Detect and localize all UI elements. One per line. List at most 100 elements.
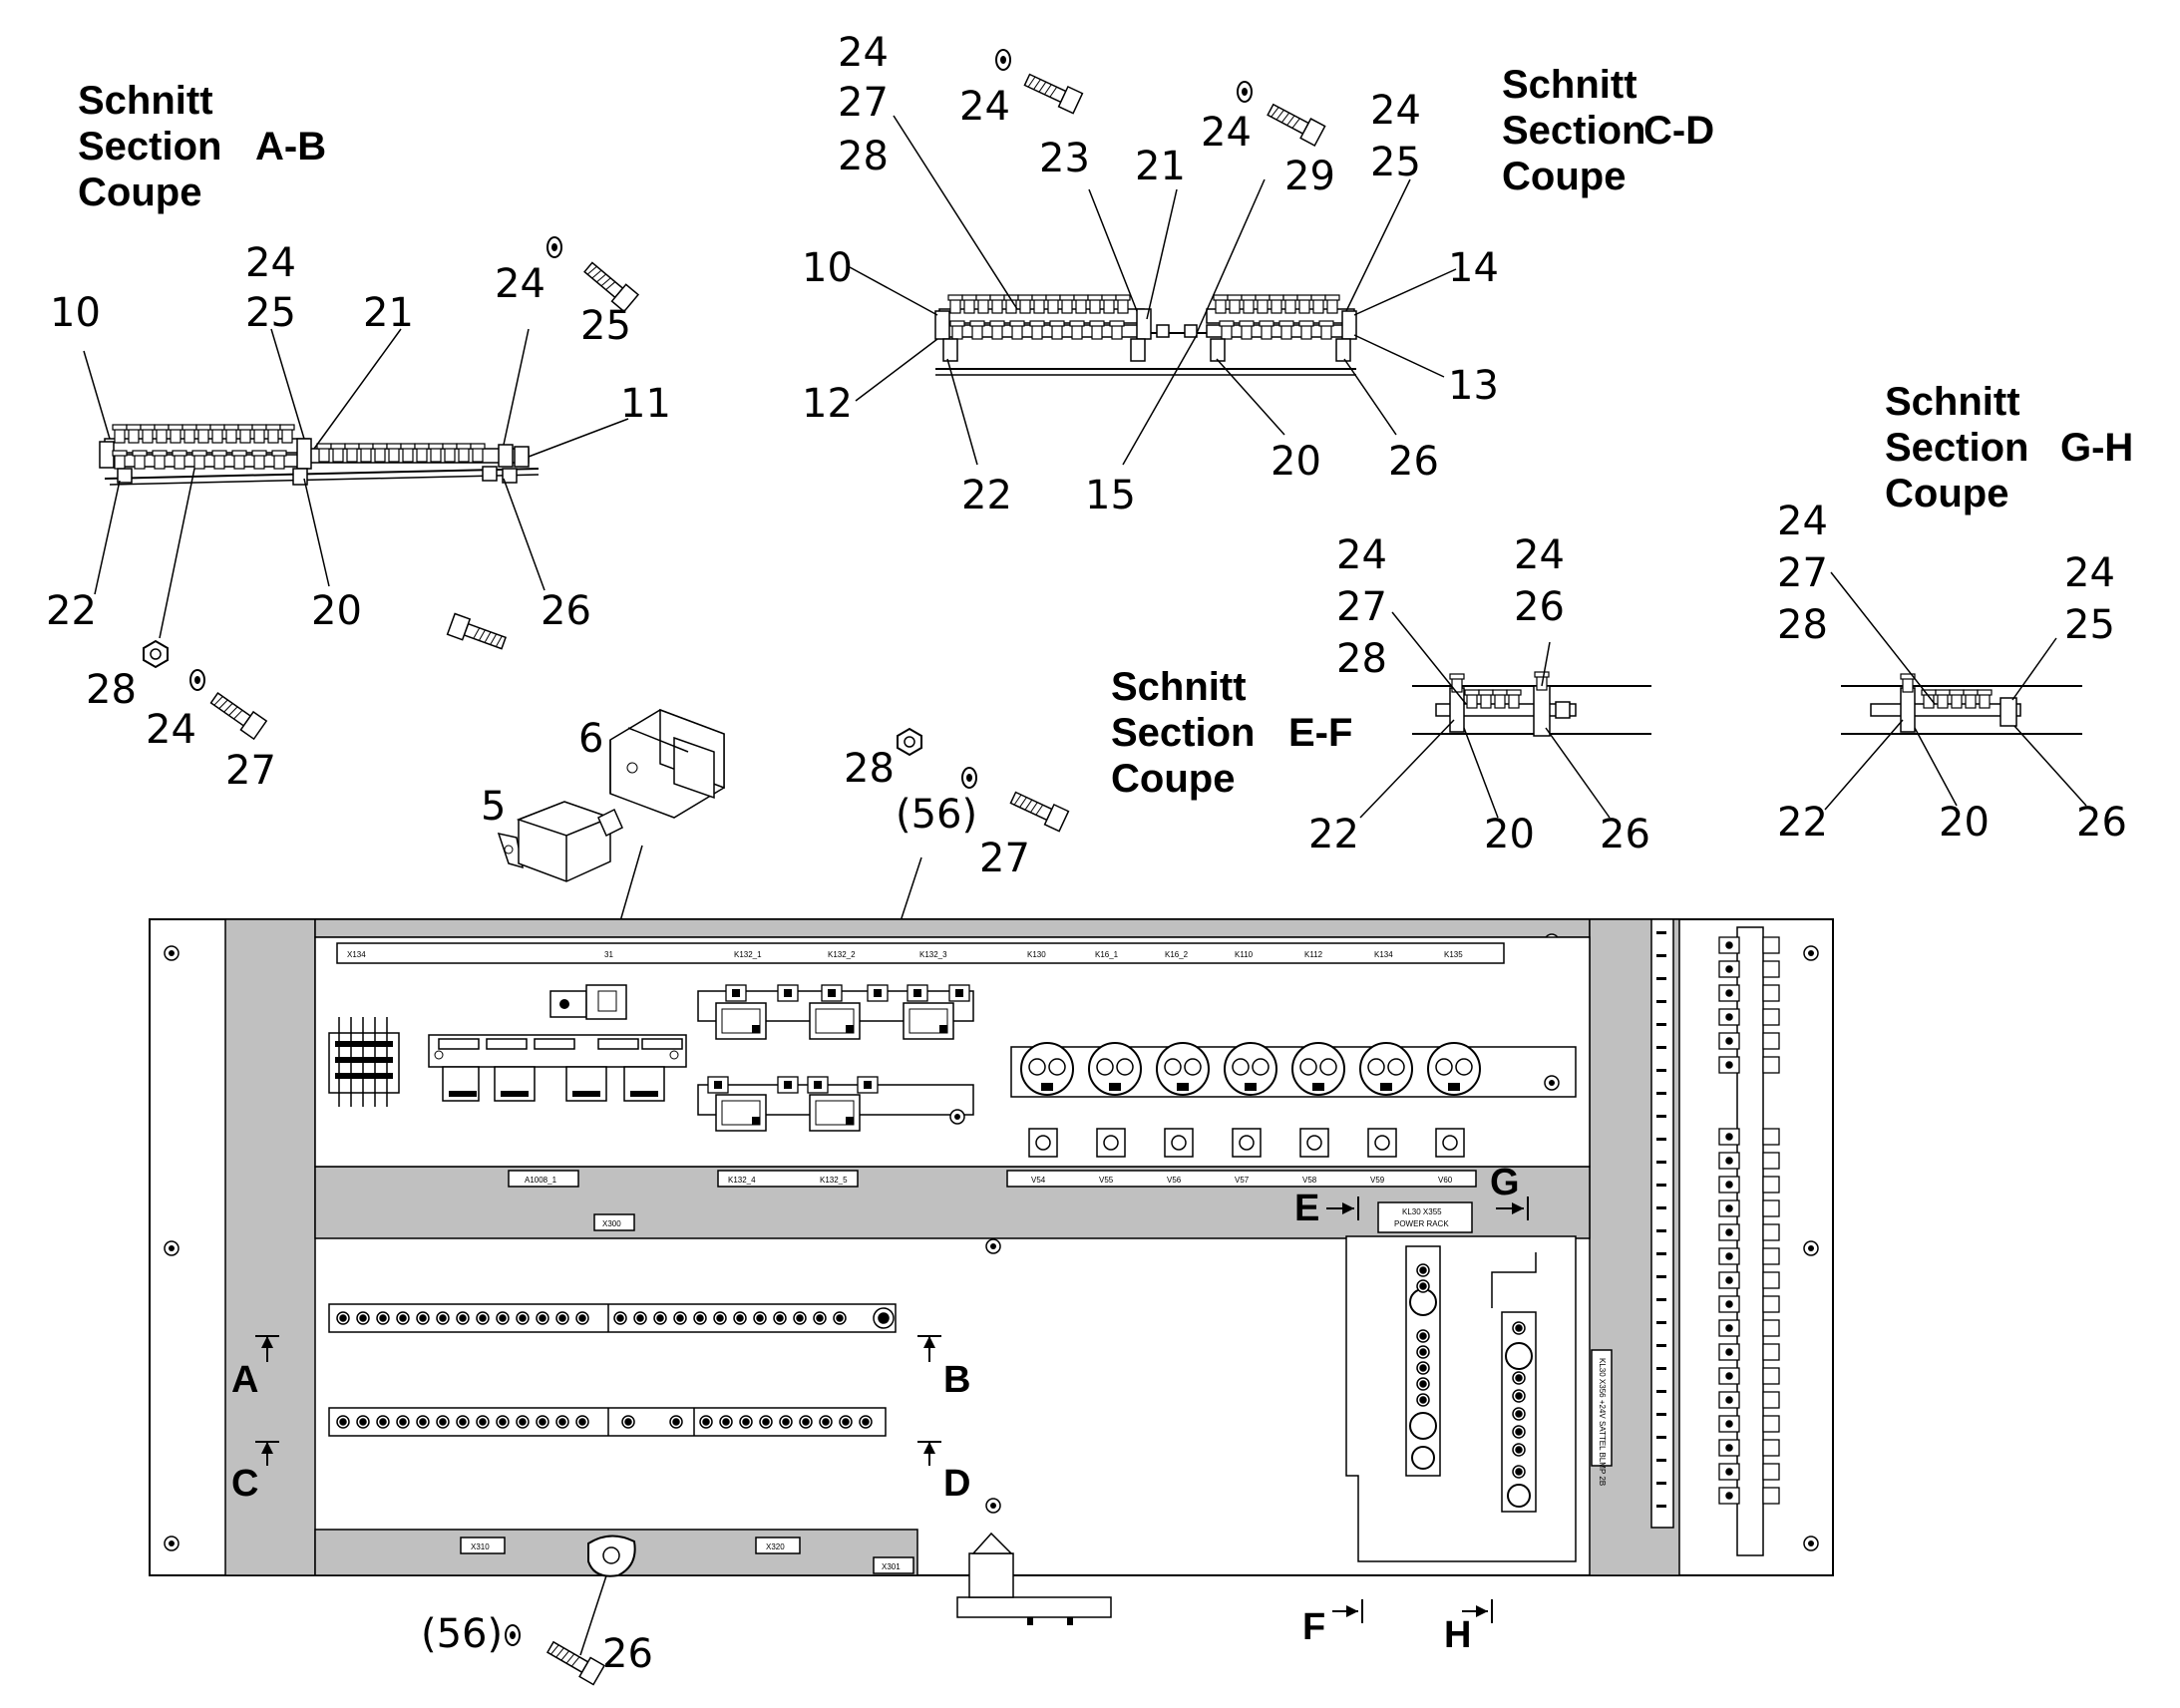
svg-text:KL30 X355: KL30 X355	[1402, 1207, 1442, 1216]
svg-text:K132_4: K132_4	[728, 1176, 756, 1185]
svg-text:22: 22	[1308, 812, 1359, 857]
svg-text:A1008_1: A1008_1	[525, 1176, 557, 1185]
svg-text:25: 25	[245, 290, 296, 336]
svg-text:V55: V55	[1099, 1176, 1114, 1185]
svg-text:K132_5: K132_5	[820, 1176, 848, 1185]
svg-text:K112: K112	[1304, 950, 1323, 959]
svg-text:25: 25	[1370, 140, 1421, 185]
svg-text:24: 24	[1514, 532, 1565, 578]
busbar-ab	[99, 424, 540, 486]
svg-text:X301: X301	[882, 1562, 901, 1571]
svg-text:26: 26	[1514, 584, 1565, 630]
svg-text:10: 10	[802, 245, 853, 291]
section-ef: Schnitt Section Coupe E-F 24 27 28 24 26…	[1111, 532, 1651, 857]
svg-text:24: 24	[1370, 88, 1421, 134]
svg-text:E-F: E-F	[1288, 711, 1352, 755]
svg-text:20: 20	[1484, 812, 1535, 857]
svg-text:K135: K135	[1444, 950, 1463, 959]
svg-text:26: 26	[1600, 812, 1650, 857]
svg-text:26: 26	[2076, 800, 2127, 846]
exploded-items: 6 5 28 (56) 27 (56) 26	[421, 708, 1070, 1686]
relay-row-top	[697, 984, 974, 1040]
section-cd: Schnitt Section Coupe C-D	[802, 30, 1714, 518]
svg-text:27: 27	[1336, 584, 1387, 630]
svg-text:23: 23	[1039, 136, 1090, 181]
svg-text:21: 21	[363, 290, 414, 336]
svg-text:6: 6	[578, 716, 603, 762]
section-ab: Schnitt Section Coupe A-B	[46, 79, 671, 794]
svg-text:28: 28	[838, 134, 889, 179]
svg-text:V58: V58	[1302, 1176, 1317, 1185]
fuse-row	[1010, 1042, 1577, 1158]
svg-text:24: 24	[959, 84, 1010, 130]
svg-text:Schnitt: Schnitt	[1502, 63, 1637, 107]
svg-text:Schnitt: Schnitt	[1111, 665, 1247, 709]
svg-text:B: B	[943, 1359, 970, 1401]
svg-text:H: H	[1444, 1614, 1471, 1656]
bracket-mounted	[549, 984, 627, 1020]
svg-text:X320: X320	[766, 1542, 785, 1551]
svg-text:13: 13	[1448, 363, 1499, 409]
svg-text:27: 27	[1777, 550, 1828, 596]
power-rack: KL30 X356 +24V SATTEL BLMP 2B	[1345, 1235, 1613, 1562]
svg-text:V54: V54	[1031, 1176, 1046, 1185]
mounting-foot	[956, 1532, 1112, 1625]
main-panel: X134 31 K132_1 K132_2 K132_3 K130 K16_1 …	[149, 918, 1834, 1577]
svg-text:28: 28	[86, 667, 137, 713]
svg-text:V60: V60	[1438, 1176, 1453, 1185]
svg-text:28: 28	[1777, 602, 1828, 648]
svg-text:V56: V56	[1167, 1176, 1182, 1185]
svg-text:22: 22	[961, 473, 1012, 518]
svg-text:V59: V59	[1370, 1176, 1385, 1185]
svg-text:25: 25	[2064, 602, 2115, 648]
svg-text:Section: Section	[1502, 109, 1645, 153]
svg-text:Section: Section	[1885, 426, 2028, 470]
svg-text:Section: Section	[78, 125, 221, 169]
svg-text:Coupe: Coupe	[1502, 155, 1626, 198]
svg-text:24: 24	[245, 240, 296, 286]
svg-text:Coupe: Coupe	[1885, 472, 2008, 515]
svg-text:24: 24	[1336, 532, 1387, 578]
svg-text:V57: V57	[1235, 1176, 1250, 1185]
svg-text:X300: X300	[602, 1219, 621, 1228]
svg-text:20: 20	[1939, 800, 1990, 846]
svg-text:26: 26	[541, 588, 591, 634]
svg-text:K134: K134	[1374, 950, 1393, 959]
svg-text:Section: Section	[1111, 711, 1255, 755]
svg-text:26: 26	[602, 1631, 653, 1677]
svg-text:G-H: G-H	[2060, 426, 2133, 470]
svg-text:X134: X134	[347, 950, 366, 959]
svg-text:24: 24	[495, 261, 545, 307]
svg-text:27: 27	[225, 748, 276, 794]
lower-busbar-1	[328, 1303, 897, 1333]
svg-text:22: 22	[46, 588, 97, 634]
svg-text:24: 24	[146, 707, 196, 753]
svg-text:G: G	[1490, 1162, 1520, 1203]
cover-plate	[587, 1535, 636, 1577]
relay-item-5	[497, 801, 623, 882]
svg-text:24: 24	[1777, 499, 1828, 544]
svg-text:K132_2: K132_2	[828, 950, 856, 959]
svg-text:K110: K110	[1235, 950, 1254, 959]
svg-text:5: 5	[481, 784, 506, 830]
svg-text:X310: X310	[471, 1542, 490, 1551]
svg-text:K132_3: K132_3	[919, 950, 947, 959]
svg-text:15: 15	[1085, 473, 1136, 518]
svg-text:31: 31	[604, 950, 613, 959]
section-gh: Schnitt Section Coupe G-H 24 27 28 24 25…	[1777, 380, 2133, 846]
svg-text:27: 27	[838, 80, 889, 126]
svg-text:A-B: A-B	[255, 125, 326, 169]
svg-text:(56): (56)	[896, 792, 977, 838]
label-boxes: A1008_1 K132_4 K132_5 V54 V55 V56 V57 V5…	[460, 1170, 1477, 1574]
svg-text:E: E	[1294, 1188, 1319, 1229]
svg-text:14: 14	[1448, 245, 1499, 291]
svg-text:28: 28	[844, 746, 895, 792]
bracket-item-6	[609, 708, 725, 819]
svg-text:D: D	[943, 1463, 970, 1505]
relay-row-bottom	[697, 1076, 974, 1132]
svg-text:K16_2: K16_2	[1165, 950, 1189, 959]
svg-text:21: 21	[1135, 144, 1186, 189]
svg-text:24: 24	[838, 30, 889, 76]
svg-text:20: 20	[311, 588, 362, 634]
svg-text:29: 29	[1284, 154, 1335, 199]
